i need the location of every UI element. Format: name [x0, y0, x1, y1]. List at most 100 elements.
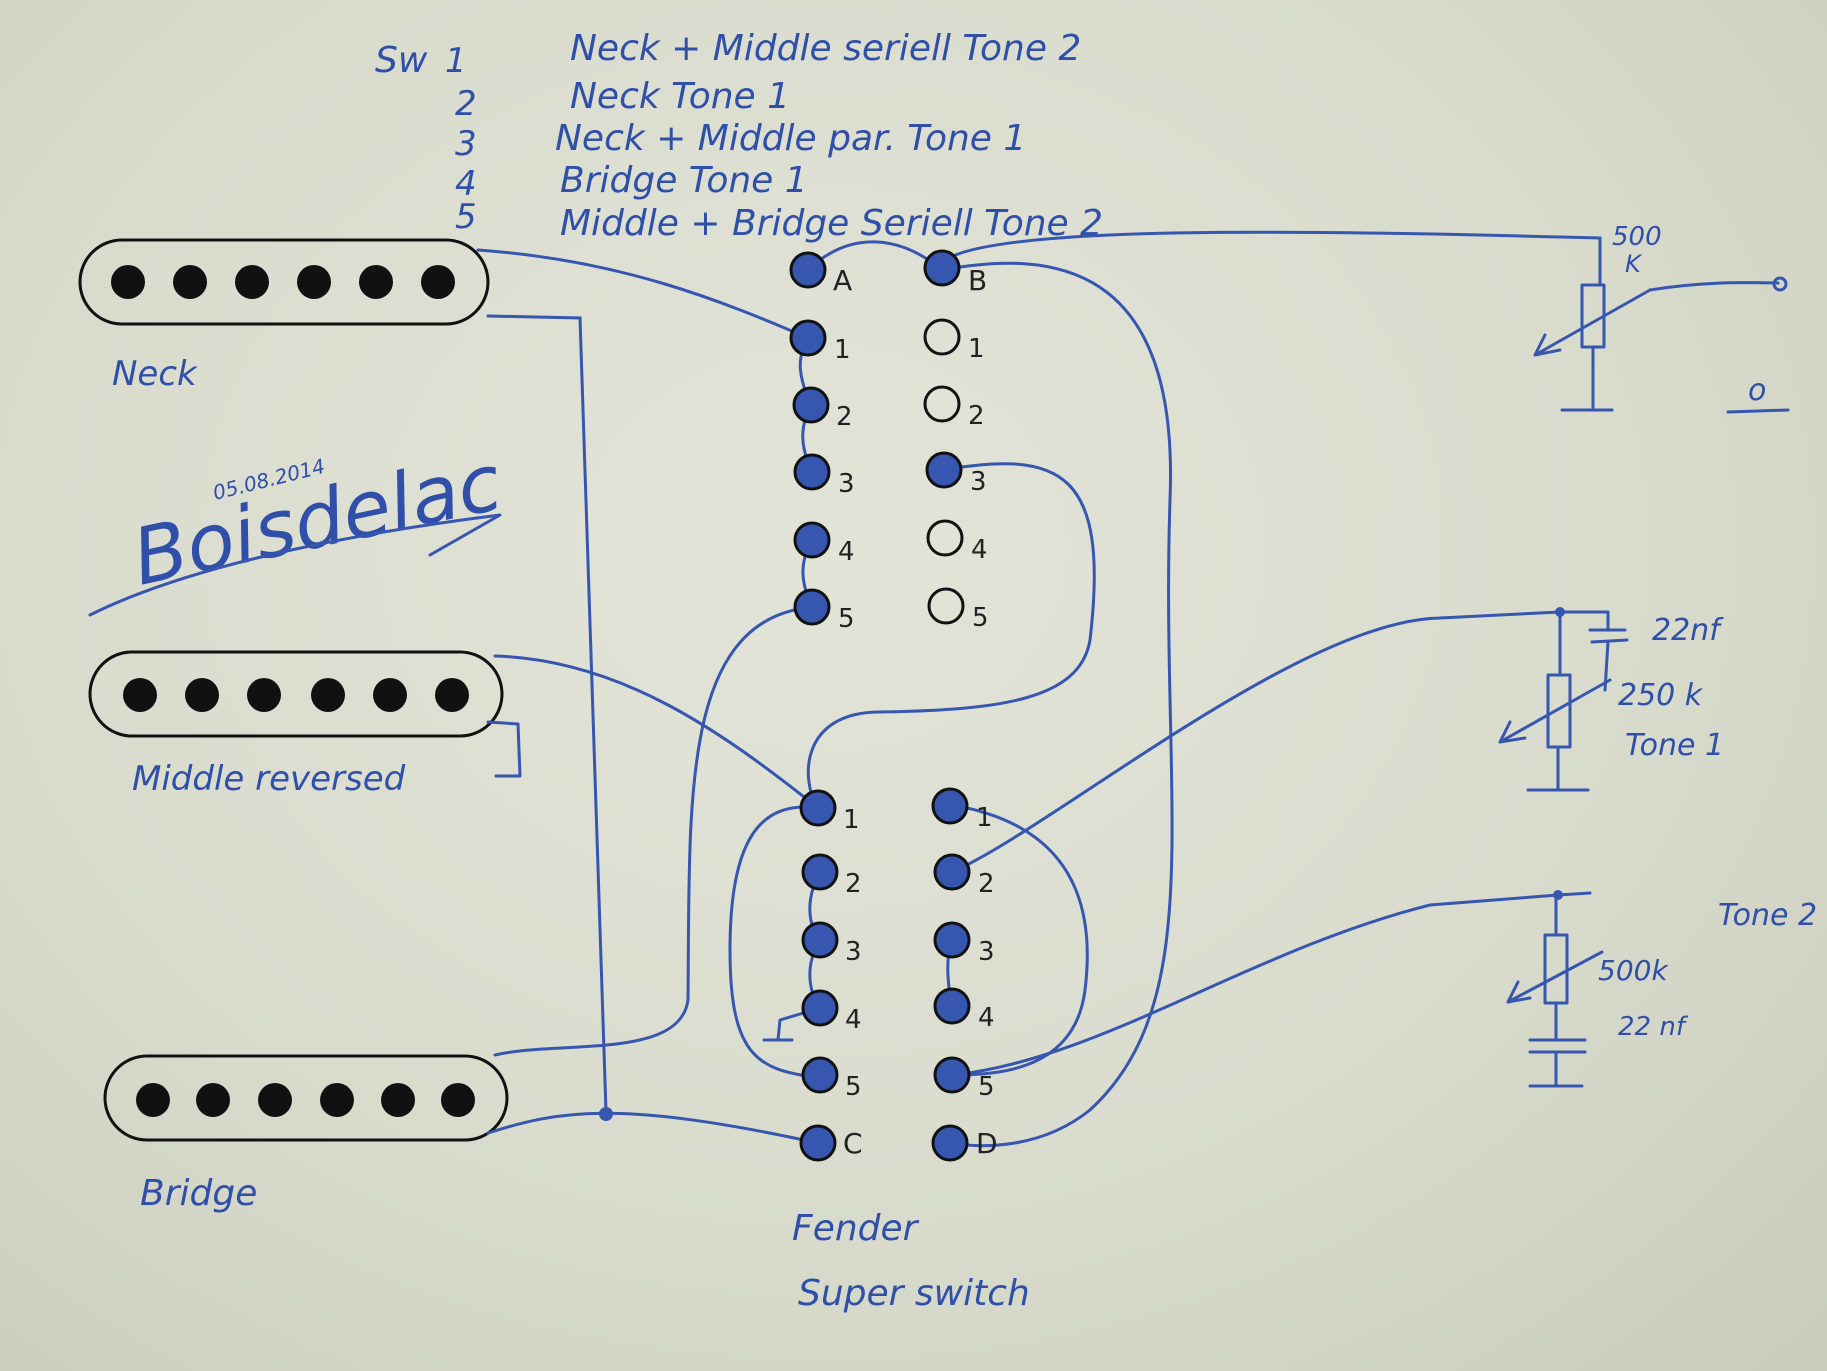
switch-title-line2: Super switch [798, 1273, 1030, 1314]
upper-left-lugs [789, 251, 831, 626]
lower-right-pos-1: 1 [976, 803, 993, 833]
upper-right-pos-3: 3 [970, 467, 987, 497]
upper-right-pos-2: 2 [968, 401, 985, 431]
volume-unit-label: K [1625, 250, 1643, 278]
bridge-pickup-label: Bridge [140, 1173, 257, 1214]
switch-title-line1: Fender [792, 1208, 920, 1249]
ground-junction-dot [599, 1107, 613, 1121]
tone1-circuit [1498, 607, 1629, 792]
legend-row-2-number: 2 [455, 84, 477, 124]
upper-right-pos-5: 5 [972, 603, 989, 633]
output-ground-mark [1726, 408, 1790, 414]
tone2-pot-resistor [1543, 933, 1569, 1005]
tone2-cap-label: 22 nf [1618, 1012, 1689, 1042]
wire-d5-to-tone2 [950, 893, 1560, 1077]
upper-right-pos-1: 1 [968, 334, 985, 364]
legend-row-1-number: 1 [445, 41, 467, 81]
wire-b-to-volume [943, 230, 1602, 287]
volume-pot-resistor [1580, 283, 1606, 349]
output-jack-terminal [1772, 276, 1788, 292]
lower-right-pos-4: 4 [978, 1003, 995, 1033]
terminal-c-label: C [843, 1127, 863, 1160]
bridge-pole-pieces [136, 1083, 475, 1117]
lower-left-pos-3: 3 [845, 937, 862, 967]
tone2-circuit [1506, 890, 1604, 1088]
neck-pickup-label: Neck [112, 354, 198, 394]
legend-row-3-text: Neck + Middle par. Tone 1 [555, 118, 1026, 159]
middle-pickup-outline [88, 650, 504, 738]
middle-pole-pieces [123, 678, 469, 712]
author-signature: 05.08.2014 Boisdelac [88, 438, 509, 617]
upper-right-lugs [923, 249, 965, 625]
upper-left-pos-2: 2 [836, 402, 853, 432]
tone2-pot-wiper-arrow [1506, 950, 1604, 1004]
volume-pot-wiper-arrow [1533, 288, 1652, 357]
lower-left-pos-4: 4 [845, 1005, 862, 1035]
wire-b3-to-lower1 [806, 462, 1096, 810]
wire-b-to-d [940, 261, 1174, 1148]
tone1-capacitor [1558, 610, 1629, 692]
terminal-d-label: D [976, 1127, 998, 1160]
lower-right-pos-2: 2 [978, 869, 995, 899]
upper-right-pos-4: 4 [971, 535, 988, 565]
wire-d2-to-tone1 [950, 610, 1562, 874]
wiring [476, 230, 1602, 1148]
volume-pot-ground [1560, 345, 1614, 412]
lower-left-pos-1: 1 [843, 805, 860, 835]
wire-d1-to-d5 [950, 803, 1089, 1077]
bridge-pickup-outline [103, 1054, 509, 1142]
tone2-pot-label: 500k [1598, 954, 1669, 987]
wire-a-to-b [806, 240, 944, 272]
lower-switch-deck: 1 2 3 4 5 C 1 2 3 4 5 D [799, 787, 998, 1162]
upper-left-pos-1: 1 [834, 335, 851, 365]
lower-right-lugs [931, 787, 971, 1162]
lower-left-pos-2: 2 [845, 869, 862, 899]
middle-pickup-label: Middle reversed [132, 759, 406, 799]
legend-row-3-number: 3 [455, 124, 477, 164]
legend-row-4-text: Bridge Tone 1 [560, 160, 808, 201]
tone2-label: Tone 2 [1718, 898, 1817, 933]
switch-position-legend: Sw 1 Neck + Middle seriell Tone 2 2 Neck… [375, 28, 1103, 244]
tone1-cap-label: 22nf [1652, 613, 1724, 648]
signature-underline [88, 513, 502, 617]
legend-row-5-text: Middle + Bridge Seriell Tone 2 [560, 203, 1103, 244]
wire-bridge-ground [486, 1111, 820, 1145]
wire-neck-ground [486, 314, 608, 1114]
upper-left-pos-3: 3 [838, 469, 855, 499]
tone1-pot-label: 250 k [1618, 678, 1704, 713]
tone1-label: Tone 1 [1625, 728, 1724, 763]
legend-sw-label: Sw [375, 40, 428, 81]
terminal-b-label: B [968, 264, 987, 297]
lower-left-pos-5: 5 [845, 1072, 862, 1102]
lower-left-lugs [799, 789, 839, 1162]
legend-row-2-text: Neck Tone 1 [570, 76, 790, 117]
neck-pickup-outline [78, 238, 490, 326]
middle-pickup [88, 650, 504, 738]
upper-left-pos-4: 4 [838, 537, 855, 567]
tone1-pot-resistor [1546, 673, 1572, 749]
terminal-a-label: A [833, 264, 852, 297]
tone1-ground [1526, 745, 1590, 792]
output-label: o [1748, 373, 1766, 408]
wire-neck-hot [476, 248, 810, 340]
neck-pole-pieces [111, 265, 455, 299]
bridge-pickup [103, 1054, 509, 1142]
neck-pickup [78, 238, 490, 326]
upper-switch-deck: A B 1 2 3 4 5 1 2 3 4 5 [789, 249, 989, 634]
wire-lower1-to-lower5 [728, 805, 822, 1080]
wire-middle-hot [493, 654, 820, 810]
wire-middle-ground-tab [486, 720, 522, 778]
legend-row-5-number: 5 [455, 197, 477, 237]
volume-pot [1533, 276, 1788, 412]
legend-row-4-number: 4 [455, 164, 477, 204]
wire-volume-to-output [1648, 281, 1780, 292]
legend-row-1-text: Neck + Middle seriell Tone 2 [570, 28, 1081, 69]
tone2-lead [1556, 891, 1592, 897]
lower-right-pos-5: 5 [978, 1072, 995, 1102]
volume-value-label: 500 [1612, 222, 1662, 252]
tone1-pot-wiper-arrow [1498, 678, 1612, 744]
lower-right-pos-3: 3 [978, 937, 995, 967]
upper-left-pos-5: 5 [838, 604, 855, 634]
wire-bridge-hot [493, 605, 814, 1057]
